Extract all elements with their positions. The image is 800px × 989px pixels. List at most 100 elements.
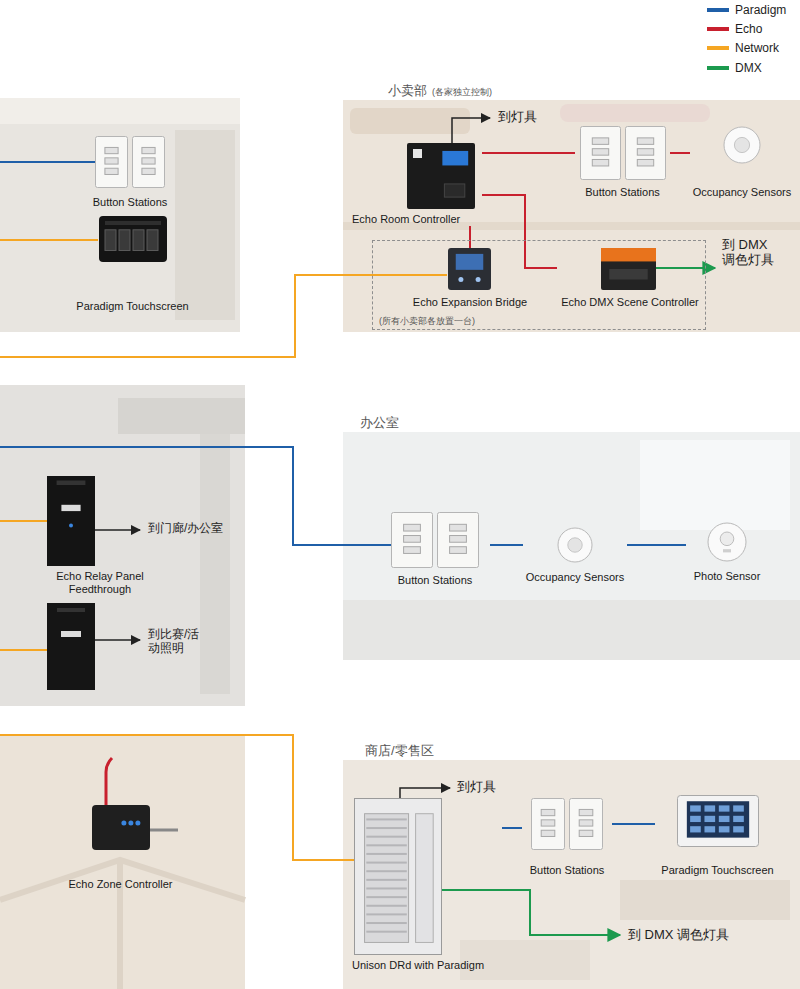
icon-part [416,814,434,943]
dmx-arrow [442,890,620,935]
device-picture [354,798,442,955]
device-node: Paradigm Touchscreen [655,795,780,877]
wire-connector [469,226,471,248]
icon-part [708,523,746,561]
device-picture [95,136,165,188]
device-picture [580,126,666,180]
output-arrow [95,529,140,531]
icon-part [704,826,715,832]
paradigm-wire [0,161,95,163]
icon-part [119,230,130,251]
device-caption: Button Stations [70,196,190,209]
icon-part [142,158,155,164]
icon-part [366,862,406,864]
output-arrow [400,788,450,798]
icon-part [366,818,406,820]
icon-part [558,528,592,562]
icon-part [99,216,167,262]
device-caption: Occupancy Sensors [523,571,627,584]
device-node: Button Stations [522,798,612,877]
panel-subheading: (各家独立控制) [432,87,492,97]
panel-heading-text: 办公室 [360,415,399,430]
device-caption: Paradigm Touchscreen [655,864,780,877]
icon-part [105,221,161,225]
device-node: Paradigm Touchscreen [65,216,200,313]
photo-detail [175,130,235,320]
icon-part [355,799,442,955]
icon-part [366,836,406,838]
device-node: Unison DRd with Paradigm [352,798,502,972]
legend-text: Paradigm [735,3,786,17]
device-caption: Button Stations [380,574,490,587]
icon-part [47,476,95,566]
icon-part [579,809,593,815]
device-node: Echo Zone Controller [58,805,183,891]
network-wire [0,649,47,651]
icon-part [444,184,464,197]
icon-part [366,827,406,829]
icon-part [133,230,144,251]
icon-part [366,905,406,907]
photo-detail [560,104,710,122]
device-caption: Button Stations [575,186,670,199]
icon-part [541,830,555,836]
icon-part [61,505,80,511]
device-node: Photo Sensor [686,522,768,583]
device-node: Button Stations [70,136,190,209]
icon-part [601,248,656,261]
icon-part [579,830,593,836]
destination-label: 到灯具 [498,110,537,125]
icon-part [625,127,665,180]
legend-swatch [707,46,729,50]
device-node: Occupancy Sensors [690,126,794,199]
photo-detail [118,398,245,434]
icon-part [392,513,433,568]
device-caption: Echo Expansion Bridge [406,296,534,309]
icon-part [438,513,479,568]
icon-part [637,149,653,155]
device-caption: Echo DMX Scene Controller [557,296,703,309]
photo-panel [343,760,800,989]
photo-panel [343,100,800,332]
network-wire [0,735,354,860]
area-panel: 商店/零售区Unison DRd with ParadigmButton Sta… [343,760,800,989]
photo-panel [0,735,245,989]
photo-detail [343,600,800,660]
device-icon [580,126,666,180]
icon-part [366,870,406,872]
panel-heading-text: 小卖部 [388,83,427,98]
icon-part [592,138,608,144]
destination-label: 到比赛/活动照明 [148,628,210,656]
panel-heading: 商店/零售区 [365,741,434,760]
device-node: Echo DMX Scene Controller [557,248,703,309]
area-panel: 办公室Button StationsOccupancy SensorsPhoto… [343,432,800,660]
icon-part [456,254,484,270]
device-node: Echo Expansion Bridge [406,248,534,309]
icon-part [724,127,760,163]
icon-part [704,805,715,811]
device-picture [531,798,603,850]
icon-part [407,143,475,209]
destination-label: 到 DMX 调色灯具 [628,928,758,943]
dmx-arrow [655,267,715,269]
device-caption: Photo Sensor [686,570,768,583]
wire-connector [627,544,686,546]
icon-part [592,149,608,155]
legend-row: DMX [707,58,762,73]
relay-panel-picture [57,608,85,612]
icon-part [121,821,126,826]
icon-part [734,137,749,152]
icon-part [135,821,140,826]
icon-part [733,805,744,811]
destination-label: 到 DMX 调色灯具 [722,238,778,268]
wire-connector [482,152,575,154]
icon-part [366,879,406,881]
wire-connector [482,195,557,268]
legend-swatch [707,27,729,31]
wire-connector [490,544,523,546]
legend-row: Echo [707,19,762,34]
photo-panel [343,432,800,660]
device-picture [707,522,747,562]
